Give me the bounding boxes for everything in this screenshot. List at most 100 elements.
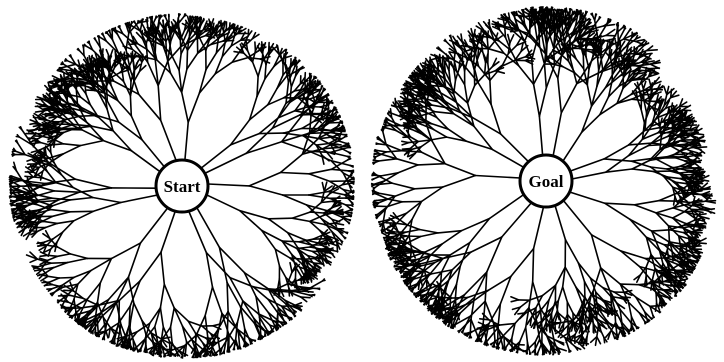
start-branch [9,175,13,180]
goal-branch [493,39,505,55]
start-branch [99,62,107,69]
start-branch [139,251,162,282]
start-branch [24,153,50,164]
goal-branch [528,306,539,326]
start-branch [322,207,333,217]
start-branch [301,120,316,130]
start-branch [146,61,159,87]
start-branch [328,188,340,195]
goal-branch [441,174,477,188]
start-branch [195,206,221,249]
start-branch [229,276,244,302]
goal-branch [413,126,422,135]
goal-branch [416,255,431,264]
goal-branch [562,9,566,14]
start-branch [20,195,35,206]
start-branch [242,300,260,315]
goal-branch [694,210,704,214]
goal-branch [582,26,590,36]
goal-branch [460,329,465,333]
start-branch [338,145,349,149]
start-branch [268,331,272,335]
start-branch [24,175,34,178]
goal-branch [451,293,466,318]
start-branch [56,112,68,118]
goal-branch [652,282,665,291]
start-branch [307,122,329,135]
start-branch [271,102,287,129]
goal-branch [552,310,558,321]
goal-branch [573,29,580,42]
goal-branch [699,187,710,190]
start-branch [135,31,144,40]
goal-branch [540,311,548,322]
goal-branch [607,18,610,22]
goal-branch [574,323,582,336]
start-branch [310,268,321,273]
start-branch [41,181,57,187]
start-branch [216,335,230,344]
start-branch [336,115,341,119]
start-branch [351,182,355,185]
goal-branch [594,13,598,18]
start-branch [67,88,74,100]
goal-branch [491,60,500,68]
start-branch [189,27,200,38]
goal-branch [404,228,421,233]
goal-branch [693,217,703,222]
goal-branch [658,294,666,303]
start-branch [347,158,352,161]
start-branch [64,115,81,121]
start-branch [38,245,48,251]
goal-branch [433,254,451,264]
start-branch [156,59,172,74]
goal-branch [645,236,661,252]
start-branch [86,313,100,327]
goal-branch [670,268,684,274]
start-branch [42,220,59,225]
start-branch [74,87,82,98]
start-branch [80,106,98,117]
start-branch [298,241,313,246]
goal-branch [567,60,576,74]
goal-branch [453,59,458,73]
start-branch [246,49,254,63]
start-branch [305,204,329,212]
goal-branch [652,280,665,285]
start-branch [40,275,49,282]
goal-branch [385,149,403,153]
start-branch [105,88,119,102]
goal-branch [577,262,586,283]
goal-branch [502,322,516,337]
goal-branch [378,158,398,162]
goal-branch [391,182,416,190]
start-branch [334,228,344,234]
start-branch [294,105,310,112]
start-branch [303,71,307,83]
start-branch [161,36,165,47]
goal-branch [550,300,557,315]
start-branch [54,77,66,81]
start-branch [226,281,229,313]
goal-branch [441,295,452,306]
start-branch [320,192,331,204]
goal-branch [557,347,568,352]
goal-branch [470,236,503,253]
goal-branch [440,254,451,274]
goal-branch [454,310,458,321]
start-branch [43,248,52,254]
goal-branch [526,9,535,16]
goal-branch [548,34,555,49]
start-branch [195,24,200,38]
start-branch [307,190,330,196]
goal-branch [610,295,613,308]
start-branch [155,16,159,19]
start-branch [267,217,293,220]
start-branch [102,34,107,42]
start-branch [47,275,61,279]
goal-branch [423,283,440,292]
start-branch [67,103,79,116]
goal-branch [410,288,414,292]
goal-branch [454,68,460,81]
start-branch [227,332,239,348]
